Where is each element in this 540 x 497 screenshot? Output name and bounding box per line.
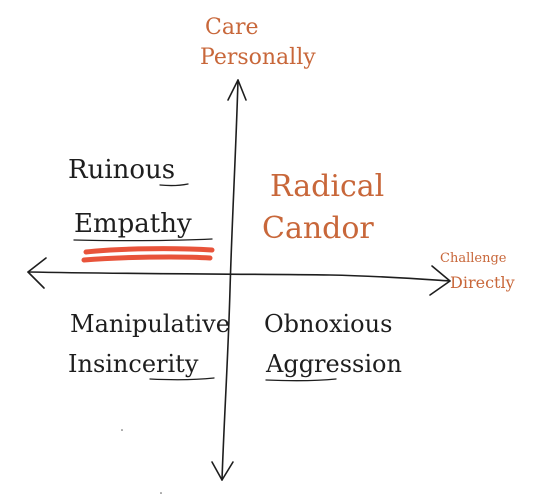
quadrant-bottom-right-line2: Aggression bbox=[265, 350, 402, 378]
vertical-axis-label-line1: Care bbox=[205, 15, 259, 40]
vertical-axis-label-line2: Personally bbox=[200, 45, 316, 70]
quadrant-top-right-line1: Radical bbox=[270, 169, 384, 204]
horizontal-axis-label-line2: Directly bbox=[450, 273, 515, 292]
horizontal-axis-line bbox=[27, 271, 451, 282]
stray-dot bbox=[160, 492, 162, 494]
quadrant-bottom-left-line1: Manipulative bbox=[70, 310, 230, 338]
vertical-axis-arrow-down bbox=[211, 461, 234, 481]
stray-dot bbox=[121, 429, 123, 431]
empathy-underline bbox=[73, 238, 213, 242]
quadrant-top-right-line2: Candor bbox=[262, 211, 374, 246]
horizontal-axis-arrow-right bbox=[429, 265, 451, 296]
empathy-highlight bbox=[81, 246, 215, 263]
quadrant-top-left-line1: Ruinous bbox=[68, 155, 175, 185]
vertical-axis-line bbox=[221, 79, 239, 481]
horizontal-axis-arrow-left bbox=[27, 257, 47, 289]
quadrant-top-left-line2: Empathy bbox=[74, 209, 192, 239]
vertical-axis-arrow-up bbox=[227, 79, 247, 101]
horizontal-axis-label-line1: Challenge bbox=[440, 251, 507, 266]
insincerity-underline bbox=[149, 377, 215, 381]
quadrant-bottom-left-line2: Insincerity bbox=[68, 350, 199, 378]
aggression-underline bbox=[265, 378, 337, 382]
quadrant-bottom-right-line1: Obnoxious bbox=[264, 310, 392, 338]
ruinous-underline bbox=[159, 183, 189, 187]
